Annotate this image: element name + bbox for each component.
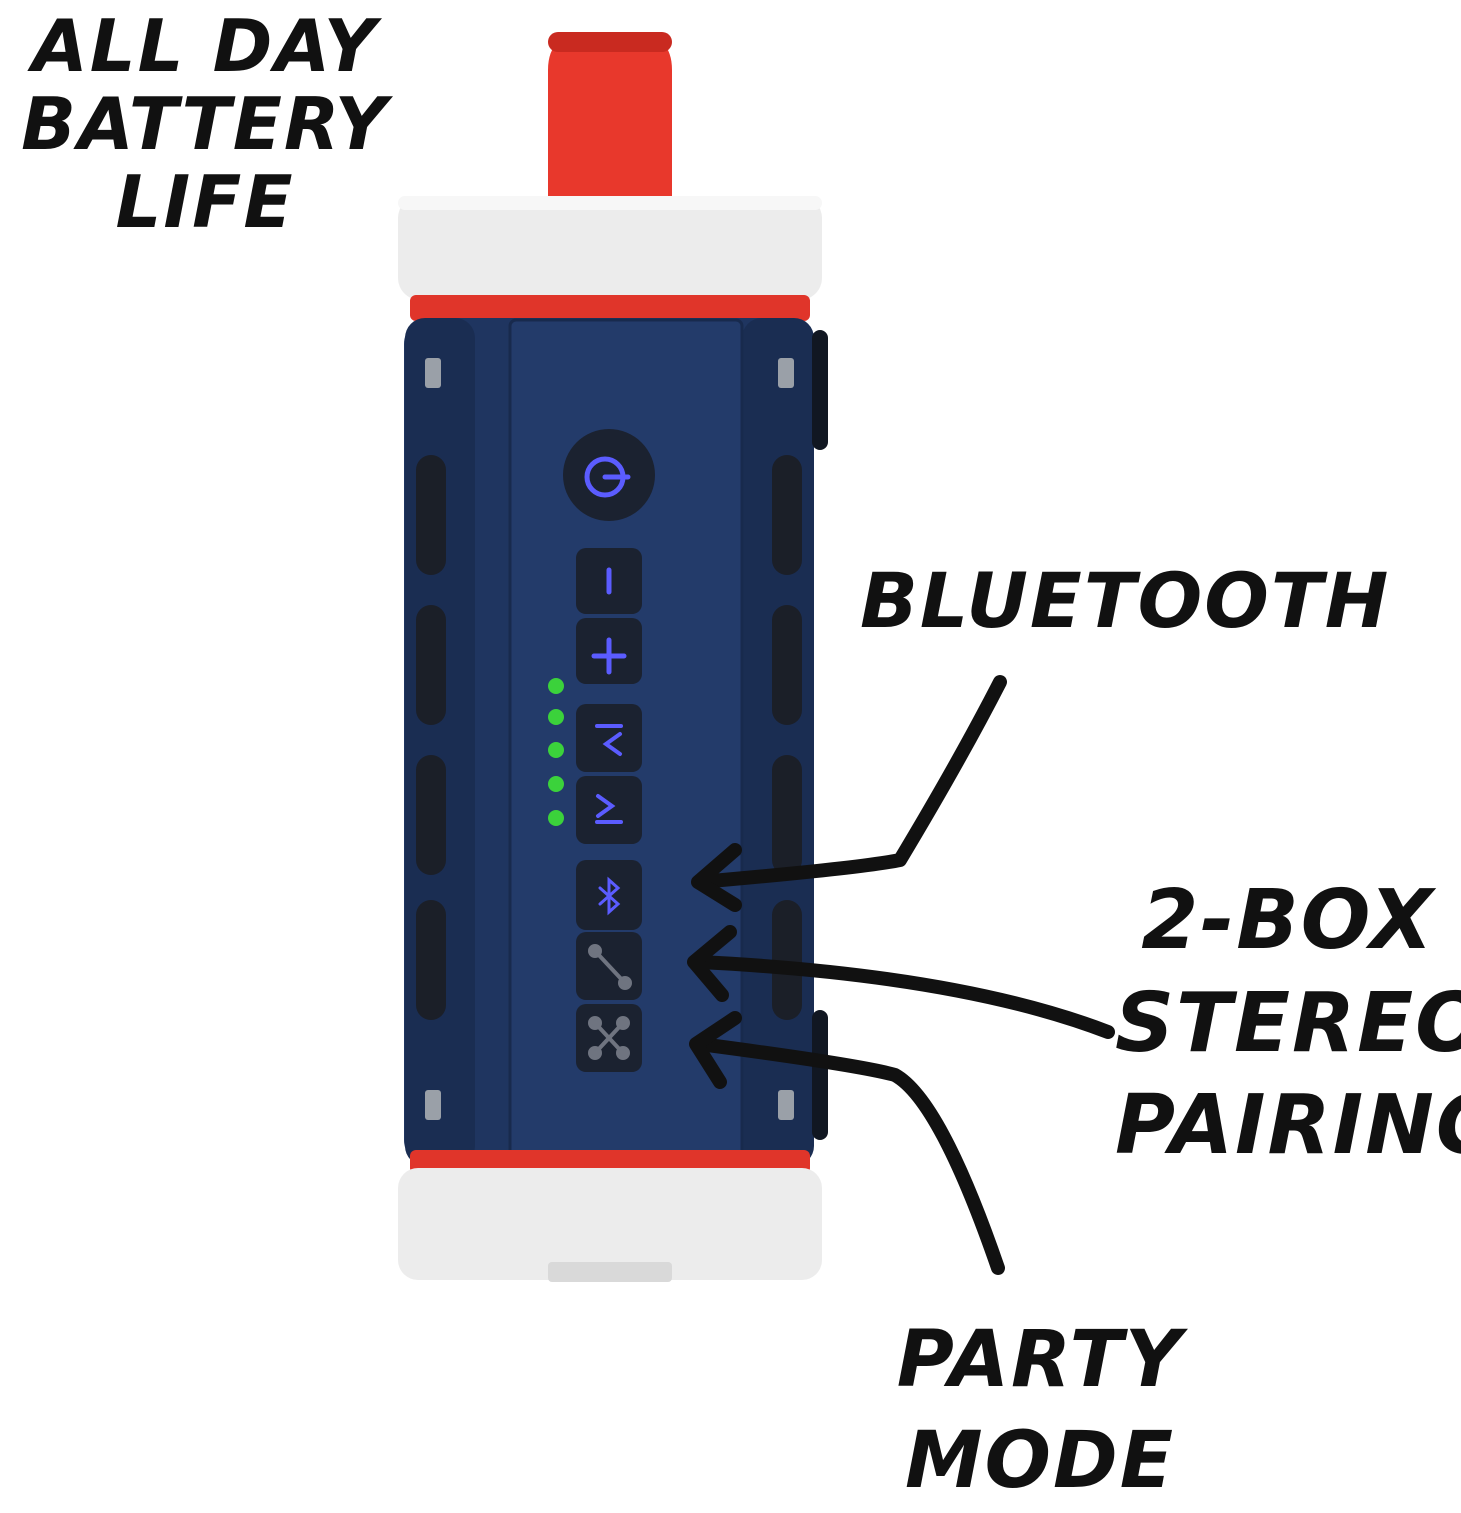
volume-up-button[interactable] — [576, 618, 642, 684]
stereo-arrow — [687, 925, 1115, 1039]
bluetooth-label: BLUETOOTH — [860, 556, 1391, 645]
party-mode-button[interactable] — [576, 1004, 642, 1072]
top-cap — [398, 196, 822, 321]
stereo-pairing-label: 2-BOX STEREO PAIRING — [1115, 870, 1461, 1178]
handle — [548, 32, 672, 210]
right-grills — [772, 455, 802, 1020]
volume-down-button[interactable] — [576, 548, 642, 614]
left-grills — [416, 455, 446, 1020]
party-label-line: MODE — [905, 1416, 1175, 1507]
battery-leds — [548, 678, 564, 826]
battery-label-line: LIFE — [115, 159, 295, 244]
screws — [425, 358, 794, 1120]
battery-life-label: ALL DAY BATTERY LIFE — [0, 4, 410, 244]
skip-back-icon — [595, 724, 623, 756]
battery-led — [548, 810, 564, 826]
bluetooth-arrow — [691, 675, 1007, 912]
battery-led — [548, 678, 564, 694]
battery-led — [548, 776, 564, 792]
skip-forward-icon — [595, 794, 623, 824]
party-arrow — [689, 1011, 1005, 1275]
party-mode-label: PARTY MODE — [880, 1310, 1200, 1513]
stereo-label-line: 2-BOX — [1141, 873, 1435, 968]
link-icon — [588, 944, 632, 990]
party-label-line: PARTY — [896, 1315, 1184, 1405]
previous-track-button[interactable] — [576, 704, 642, 772]
bluetooth-button[interactable] — [576, 860, 642, 930]
party-icon — [588, 1016, 630, 1060]
next-track-button[interactable] — [576, 776, 642, 844]
battery-label-line: BATTERY — [21, 81, 389, 166]
power-icon — [584, 456, 631, 498]
power-button[interactable] — [563, 429, 655, 521]
stereo-label-line: STEREO — [1115, 975, 1461, 1071]
bluetooth-icon — [598, 876, 621, 916]
battery-led — [548, 709, 564, 725]
bluetooth-label-line: BLUETOOTH — [860, 556, 1391, 645]
annotation-arrows — [687, 675, 1115, 1275]
plus-icon — [591, 637, 627, 675]
stereo-pairing-button[interactable] — [576, 932, 642, 1000]
battery-led — [548, 742, 564, 758]
bottom-cap — [398, 1150, 822, 1282]
battery-label-line: ALL DAY — [32, 4, 378, 88]
stereo-label-line: PAIRING — [1115, 1078, 1461, 1173]
